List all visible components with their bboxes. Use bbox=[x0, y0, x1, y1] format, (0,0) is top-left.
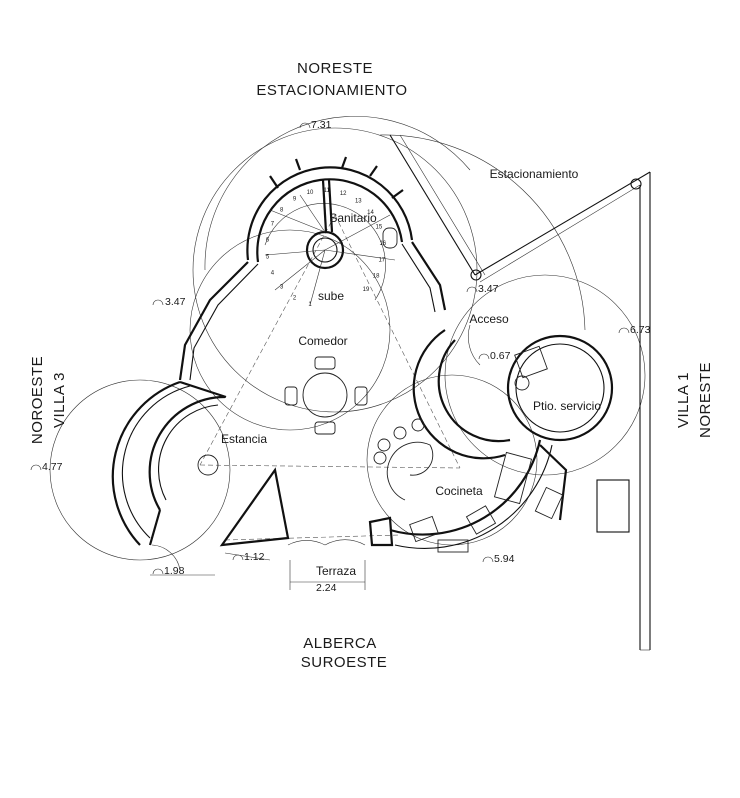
room-estancia: Estancia bbox=[221, 432, 267, 446]
dim-3-47-left: 3.47 bbox=[165, 296, 186, 308]
stair-step-number: 17 bbox=[378, 258, 385, 264]
room-terraza: Terraza bbox=[316, 564, 356, 578]
dim-2-24: 2.24 bbox=[316, 582, 337, 594]
stair-step-number: 14 bbox=[367, 210, 374, 216]
dim-6-73: 6.73 bbox=[630, 324, 651, 336]
stair-step-number: 2 bbox=[293, 295, 297, 301]
stair-step-number: 1 bbox=[308, 302, 312, 308]
dimension-lines bbox=[150, 552, 366, 590]
stair-step-number: 12 bbox=[340, 191, 347, 197]
stair-step-number: 8 bbox=[280, 207, 284, 213]
dim-3-47-right: 3.47 bbox=[478, 283, 499, 295]
east-sublabel: NORESTE bbox=[697, 362, 714, 438]
west-sublabel: VILLA 3 bbox=[51, 372, 68, 428]
dimension-markers bbox=[30, 122, 630, 575]
dim-7-31: 7.31 bbox=[311, 119, 332, 131]
guide-triangle bbox=[199, 214, 461, 541]
room-cocineta: Cocineta bbox=[435, 484, 483, 498]
room-estacionamiento: Estacionamiento bbox=[490, 167, 579, 181]
south-label: ALBERCA bbox=[303, 635, 377, 652]
stair-step-number: 11 bbox=[324, 188, 331, 194]
dim-1-98: 1.98 bbox=[164, 565, 185, 577]
stair-step-number: 6 bbox=[266, 238, 270, 244]
stair-step-number: 9 bbox=[293, 197, 297, 203]
north-sublabel: ESTACIONAMIENTO bbox=[256, 82, 407, 99]
east-label: VILLA 1 bbox=[675, 372, 692, 428]
stair-step-number: 10 bbox=[307, 190, 314, 196]
room-comedor: Comedor bbox=[298, 334, 347, 348]
dim-1-12: 1.12 bbox=[244, 551, 265, 563]
parking-lines bbox=[389, 134, 651, 651]
dim-5-94: 5.94 bbox=[494, 553, 515, 565]
room-acceso: Acceso bbox=[469, 312, 509, 326]
construction-circles bbox=[49, 115, 646, 561]
dining-set bbox=[197, 356, 434, 501]
dim-0-67: 0.67 bbox=[490, 350, 511, 362]
kitchen-fixtures bbox=[409, 451, 533, 553]
door-swings bbox=[151, 324, 481, 571]
stair-step-number: 5 bbox=[266, 254, 270, 260]
stair-step-number: 19 bbox=[363, 287, 370, 293]
stair-step-number: 13 bbox=[355, 199, 362, 205]
stair-step-number: 4 bbox=[271, 271, 275, 277]
north-label: NORESTE bbox=[297, 60, 373, 77]
stair-step-number: 15 bbox=[376, 225, 383, 231]
dim-4-77: 4.77 bbox=[42, 461, 63, 473]
room-patio-servicio: Ptio. servicio bbox=[533, 399, 601, 413]
stair-step-number: 3 bbox=[280, 285, 284, 291]
spiral-stair bbox=[264, 179, 398, 306]
south-sublabel: SUROESTE bbox=[301, 654, 388, 671]
west-label: NOROESTE bbox=[29, 356, 46, 444]
room-sanitario: Sanitario bbox=[329, 211, 377, 225]
stair-step-number: 7 bbox=[271, 222, 275, 228]
stair-step-number: 16 bbox=[379, 241, 386, 247]
stair-step-number: 18 bbox=[373, 274, 380, 280]
stair-sube: sube bbox=[318, 289, 344, 303]
outer-walls bbox=[111, 156, 614, 549]
